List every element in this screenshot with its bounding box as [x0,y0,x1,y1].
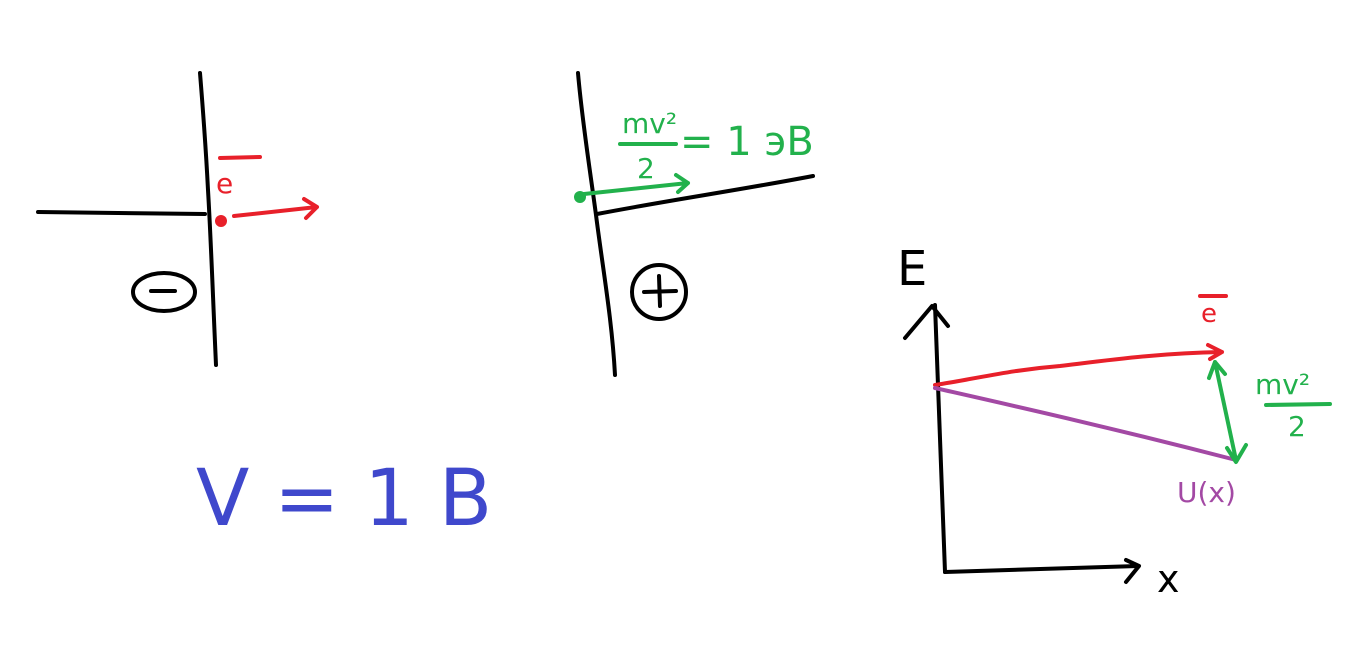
negative-potential-line [36,210,207,216]
potential-label: U(x) [1177,476,1236,509]
electron-bar [218,155,262,160]
potential-energy-line [933,386,1238,462]
x-axis-label: x [1157,557,1180,601]
kinetic-denominator: 2 [1288,410,1306,443]
negative-plate-line [198,71,218,367]
x-axis [943,558,1141,584]
electron-motion-arrow [232,197,319,220]
positive-sign-circle [630,263,688,321]
energy-graph: E x e U(x) mv² 2 [897,241,1332,601]
y-axis-label: E [897,241,927,297]
energy-value: = 1 эВ [680,119,814,165]
kinetic-numerator: mv² [1255,368,1310,401]
energy-denominator: 2 [637,152,655,185]
positive-plate-line [576,71,617,377]
panel-negative: e − [36,71,319,367]
energy-numerator: mv² [622,107,677,140]
positive-potential-line [595,174,815,216]
electron-label: e [216,167,233,200]
graph-electron-label: e [1201,299,1217,329]
voltage-label: V = 1 B [196,454,492,544]
kinetic-fraction-bar [1264,402,1332,407]
panel-positive: mv² 2 = 1 эВ + [574,71,815,377]
negative-sign-circle [131,271,197,313]
electron-energy-arrow [582,173,690,196]
kinetic-energy-arrow [1207,360,1248,464]
electron-dot [215,215,227,227]
positive-sign-icon [642,274,678,308]
total-energy-line [933,343,1224,387]
y-axis [903,303,950,574]
